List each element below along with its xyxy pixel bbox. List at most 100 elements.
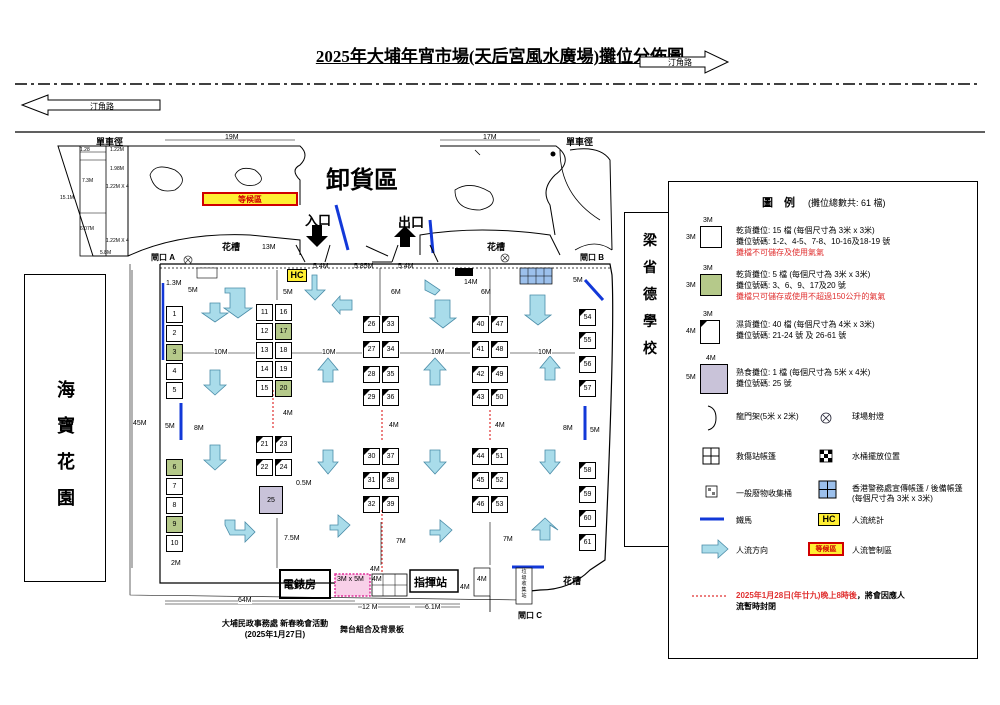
waiting-zone: 等候區 (202, 192, 298, 206)
legend-flow: 人流方向 (736, 546, 768, 555)
dim-5m-a: 5M (188, 287, 198, 294)
dim-4m-d: 4M (370, 566, 380, 573)
stall-52: 52 (491, 472, 508, 489)
dim-19m: 19M (225, 134, 239, 141)
legend-police-size: (每個尺寸為 3米 x 3米) (852, 494, 933, 503)
stall-39: 39 (382, 496, 399, 513)
left-garden-box (24, 274, 106, 582)
stall-48: 48 (491, 341, 508, 358)
stall-20: 20 (275, 380, 292, 397)
stall-55: 55 (579, 332, 596, 349)
legend-dry2-swatch (700, 274, 722, 296)
dim-6m-a: 6M (391, 289, 401, 296)
stall-41: 41 (472, 341, 489, 358)
dim-5m-c: 5M (573, 277, 583, 284)
legend-ball-light: 球場射燈 (852, 412, 884, 421)
dim-2m: 2M (171, 560, 181, 567)
dim-4m-g: 4M (460, 584, 470, 591)
legend-police: 香港警務處宣傳帳篷 / 後備帳篷 (852, 484, 963, 493)
gate-b-label: 閘口 B (580, 253, 604, 262)
event-note: 大埔民政事務處 新春晚會活動 (221, 619, 329, 628)
legend-hot-side: 5M (686, 374, 696, 381)
gate-c-label: 閘口 C (518, 611, 542, 620)
stall-57: 57 (579, 380, 596, 397)
stall-59: 59 (579, 486, 596, 503)
left-struct-label-9: 5.8M (100, 250, 112, 256)
stall-28: 28 (363, 366, 380, 383)
legend-dry2-line3: 攤檔只可儲存或使用不超過150公升的氣氣 (736, 292, 886, 301)
stall-29: 29 (363, 389, 380, 406)
legend-hot-swatch (700, 364, 728, 394)
stall-61: 61 (579, 534, 596, 551)
planter-label-3: 花槽 (563, 576, 582, 586)
site-map (57, 139, 614, 612)
cycle-track-right: 單車徑 (566, 137, 594, 147)
dim-5-4m-b: 5.4M (398, 263, 414, 270)
stall-40: 40 (472, 316, 489, 333)
dim-5-85m: 5.85M (354, 263, 374, 270)
stall-21: 21 (256, 436, 273, 453)
stall-12: 12 (256, 323, 273, 340)
dim-64m: 64M (238, 597, 252, 604)
stall-19: 19 (275, 361, 292, 378)
stall-38: 38 (382, 472, 399, 489)
stall-31: 31 (363, 472, 380, 489)
legend-total: (攤位總數共: 61 檔) (808, 198, 886, 208)
legend-wet-side: 4M (686, 328, 696, 335)
stall-51: 51 (491, 448, 508, 465)
road-label-top: 汀角路 (668, 58, 692, 67)
planter-label-1: 花槽 (222, 242, 241, 252)
road-label-left: 汀角路 (90, 102, 114, 111)
stall-33: 33 (382, 316, 399, 333)
stall-16: 16 (275, 304, 292, 321)
dim-10m-b: 10M (322, 349, 336, 356)
legend-closure-text2: 流暫時封閉 (736, 602, 776, 611)
road-arrows (15, 50, 985, 133)
stall-11: 11 (256, 304, 273, 321)
legend-dry2-line2: 攤位號碼: 3、6、9、17及20 號 (736, 281, 846, 290)
legend-crowd-count: 人流統計 (852, 516, 884, 525)
flow-arrow-icon (701, 539, 729, 559)
dim-4m-e: 4M (477, 576, 487, 583)
stall-37: 37 (382, 448, 399, 465)
dim-8m-a: 8M (194, 425, 204, 432)
legend-dry1-size: 3M (703, 217, 713, 224)
dim-5m-b: 5M (283, 289, 293, 296)
stall-50: 50 (491, 389, 508, 406)
dim-10m-c: 10M (431, 349, 445, 356)
legend-dry1-line3: 攤檔不可儲存及使用氣氣 (736, 248, 824, 257)
stall-43: 43 (472, 389, 489, 406)
planter-label-2: 花槽 (487, 242, 506, 252)
dim-8m-b: 8M (563, 425, 573, 432)
stall-8: 8 (166, 497, 183, 514)
stall-46: 46 (472, 496, 489, 513)
road-arrow-right (639, 50, 730, 74)
stall-10: 10 (166, 535, 183, 552)
left-struct-label-5: 1.22M X 4 (106, 184, 129, 190)
dim-10m-a: 10M (214, 349, 228, 356)
stall-54: 54 (579, 309, 596, 326)
legend-hc-icon: HC (818, 513, 840, 526)
left-struct-label-3: 1.98M (110, 166, 124, 172)
left-struct-label-2: 1.22M (110, 147, 124, 153)
entrance-arrow (306, 225, 328, 247)
dim-4m-c: 4M (495, 422, 505, 429)
exit-arrow (394, 226, 416, 247)
legend-dry2-size-side: 3M (686, 282, 696, 289)
stall-26: 26 (363, 316, 380, 333)
stall-14: 14 (256, 361, 273, 378)
stall-7: 7 (166, 478, 183, 495)
dim-7m-a: 7M (396, 538, 406, 545)
stall-15: 15 (256, 380, 273, 397)
dim-10m-d: 10M (538, 349, 552, 356)
legend-waste: 一般廢物收集桶 (736, 489, 792, 498)
cycle-track-left: 單車徑 (96, 137, 124, 147)
stall-58: 58 (579, 462, 596, 479)
legend-dry2-size: 3M (703, 265, 713, 272)
hc-marker: HC (287, 269, 307, 282)
stall-47: 47 (491, 316, 508, 333)
legend-hot-size: 4M (706, 355, 716, 362)
stall-3: 3 (166, 344, 183, 361)
legend-hot-line2: 攤位號碼: 25 號 (736, 379, 792, 388)
stall-18: 18 (275, 342, 292, 359)
